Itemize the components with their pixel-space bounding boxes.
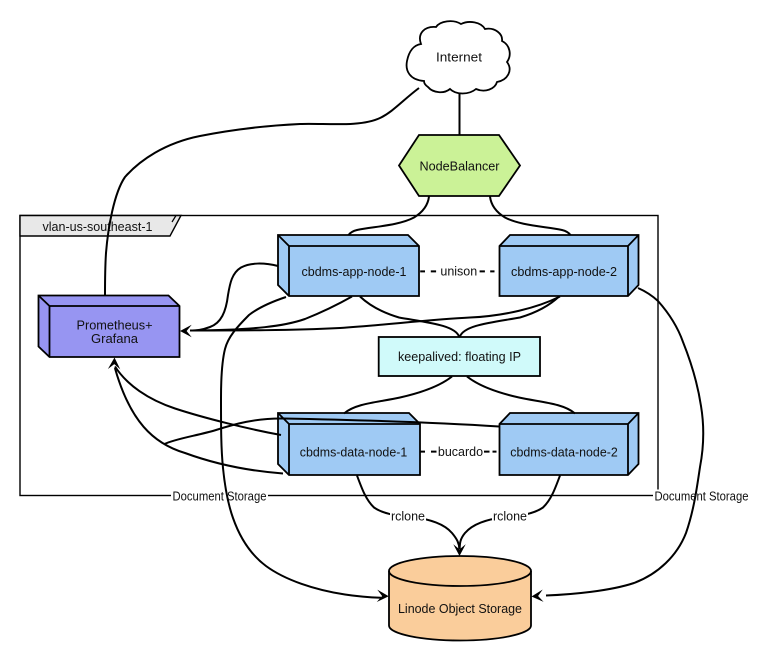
svg-text:rclone: rclone bbox=[493, 510, 527, 524]
svg-text:cbdms-app-node-1: cbdms-app-node-1 bbox=[302, 264, 407, 279]
svg-text:cbdms-data-node-2: cbdms-data-node-2 bbox=[510, 444, 618, 459]
svg-text:cbdms-data-node-1: cbdms-data-node-1 bbox=[300, 444, 408, 459]
svg-text:vlan-us-southeast-1: vlan-us-southeast-1 bbox=[43, 219, 153, 234]
svg-text:unison: unison bbox=[440, 264, 477, 278]
svg-text:rclone: rclone bbox=[391, 510, 425, 524]
svg-text:Internet: Internet bbox=[436, 50, 482, 65]
svg-text:Document Storage: Document Storage bbox=[655, 490, 749, 504]
svg-text:Grafana: Grafana bbox=[91, 331, 139, 346]
svg-text:Linode Object Storage: Linode Object Storage bbox=[398, 601, 522, 616]
svg-text:Document Storage: Document Storage bbox=[173, 490, 267, 504]
svg-text:cbdms-app-node-2: cbdms-app-node-2 bbox=[511, 264, 617, 279]
svg-text:NodeBalancer: NodeBalancer bbox=[420, 158, 501, 173]
svg-text:keepalived: floating IP: keepalived: floating IP bbox=[398, 349, 521, 364]
svg-text:bucardo: bucardo bbox=[438, 445, 483, 459]
svg-text:Prometheus+: Prometheus+ bbox=[77, 318, 153, 333]
